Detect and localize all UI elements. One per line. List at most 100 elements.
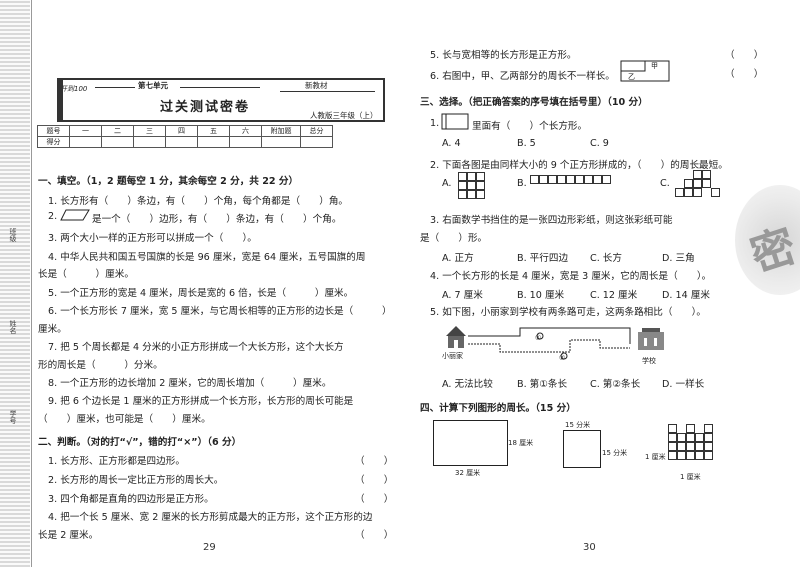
edition-label: 人教版三年级（上） bbox=[310, 111, 378, 120]
q2-3: 3. 四个角都是直角的四边形是正方形。 bbox=[48, 494, 214, 505]
score-cell: 总分 bbox=[300, 125, 333, 137]
grid-cell bbox=[476, 190, 485, 199]
q1-8: 8. 一个正方形的边长增加 2 厘米，它的周长增加（ ）厘米。 bbox=[48, 378, 332, 389]
answer-paren[interactable]: （ ） bbox=[355, 494, 394, 505]
score-cell[interactable] bbox=[197, 136, 230, 148]
grid-cell bbox=[677, 442, 686, 451]
q2-4a: 4. 把一个长 5 厘米、宽 2 厘米的长方形剪成最大的正方形，这个正方形的边 bbox=[48, 512, 373, 523]
q1-6b: 厘米。 bbox=[38, 324, 67, 335]
grid-cell bbox=[686, 451, 695, 460]
grid-cell bbox=[530, 175, 539, 184]
school-label: 学校 bbox=[642, 357, 656, 365]
grid-cell bbox=[575, 175, 584, 184]
edition-top-label: 新教材 bbox=[305, 81, 328, 90]
fig2-top-label: 15 分米 bbox=[565, 421, 591, 429]
answer-paren[interactable]: （ ） bbox=[355, 456, 394, 467]
page-number-right: 30 bbox=[583, 542, 596, 553]
score-cell[interactable] bbox=[133, 136, 166, 148]
q3-2-opt-a: A. bbox=[442, 178, 452, 189]
q1-7a: 7. 把 5 个周长都是 4 分米的小正方形拼成一个大长方形，这个大长方 bbox=[48, 342, 344, 353]
q3-4: 4. 一个长方形的长是 4 厘米，宽是 3 厘米，它的周长是（ ）。 bbox=[430, 271, 712, 282]
grid-cell bbox=[704, 451, 713, 460]
square-15 bbox=[563, 430, 601, 468]
grid-cell bbox=[668, 433, 677, 442]
answer-paren[interactable]: （ ） bbox=[725, 69, 764, 80]
page-title: 过关测试密卷 bbox=[160, 100, 251, 115]
score-cell[interactable] bbox=[101, 136, 134, 148]
fig1-bottom-label: 32 厘米 bbox=[455, 469, 481, 477]
rect-32x18 bbox=[433, 420, 508, 466]
grid-cell bbox=[693, 179, 702, 188]
q1-3: 3. 两个大小一样的正方形可以拼成一个（ ）。 bbox=[48, 233, 257, 244]
q1-6a: 6. 一个长方形长 7 厘米，宽 5 厘米，与它周长相等的正方形的边长是（ ） bbox=[48, 306, 392, 317]
q3-2: 2. 下面各图是由同样大小的 9 个正方形拼成的，（ ）的周长最短。 bbox=[430, 160, 728, 171]
grid-cell bbox=[693, 170, 702, 179]
watermark-stamp bbox=[735, 185, 800, 295]
q3-1-num: 1. bbox=[430, 118, 440, 129]
score-cell: 五 bbox=[197, 125, 230, 137]
answer-paren[interactable]: （ ） bbox=[725, 50, 764, 61]
fig3-side-label: 1 厘米 bbox=[645, 453, 666, 461]
grid-cell bbox=[704, 424, 713, 433]
margin-label-id: 学号 bbox=[9, 410, 17, 424]
answer-paren[interactable]: （ ） bbox=[355, 530, 394, 541]
brand-label: 开到100 bbox=[60, 85, 88, 93]
grid-cell bbox=[695, 433, 704, 442]
grid-cell bbox=[602, 175, 611, 184]
q3-4-opt-b: B. 10 厘米 bbox=[517, 290, 565, 301]
fig1-side-label: 18 厘米 bbox=[508, 439, 534, 447]
score-cell: 二 bbox=[101, 125, 134, 137]
grid-cell bbox=[695, 442, 704, 451]
header-box bbox=[57, 78, 385, 122]
score-cell[interactable] bbox=[300, 136, 333, 148]
unit-label: 第七单元 bbox=[138, 81, 168, 90]
q3-4-opt-a: A. 7 厘米 bbox=[442, 290, 483, 301]
grid-cell bbox=[476, 181, 485, 190]
q3-3-opt-c: C. 长方 bbox=[590, 253, 622, 264]
page-number-left: 29 bbox=[203, 542, 216, 553]
grid-cell bbox=[704, 442, 713, 451]
grid-cell bbox=[584, 175, 593, 184]
grid-cell bbox=[686, 442, 695, 451]
grid-cell bbox=[467, 181, 476, 190]
grid-cell bbox=[458, 190, 467, 199]
q3-5: 5. 如下图，小丽家到学校有两条路可走，这两条路相比（ ）。 bbox=[430, 307, 707, 318]
margin-label-class: 班级 bbox=[9, 228, 17, 242]
grid-cell bbox=[476, 172, 485, 181]
q2-5: 5. 长与宽相等的长方形是正方形。 bbox=[430, 50, 577, 61]
q3-1: 里面有（ ）个长方形。 bbox=[472, 121, 588, 132]
section-3-title: 三、选择。（把正确答案的序号填在括号里）（10 分） bbox=[420, 97, 648, 108]
grid-cell bbox=[593, 175, 602, 184]
score-cell[interactable] bbox=[69, 136, 102, 148]
score-row-values: 得分 bbox=[37, 136, 333, 148]
grid-cell bbox=[566, 175, 575, 184]
q3-1-opt-a: A. 4 bbox=[442, 138, 461, 149]
q1-1: 1. 长方形有（ ）条边，有（ ）个角，每个角都是（ ）角。 bbox=[48, 196, 349, 207]
rect-figure bbox=[441, 113, 469, 130]
q1-4a: 4. 中华人民共和国五号国旗的长是 96 厘米，宽是 64 厘米，五号国旗的周 bbox=[48, 252, 366, 263]
q3-3-opt-d: D. 三角 bbox=[662, 253, 695, 264]
stair-figure bbox=[668, 424, 728, 472]
q3-1-opt-c: C. 9 bbox=[590, 138, 609, 149]
route-map bbox=[446, 326, 664, 360]
q3-3b: 是（ ）形。 bbox=[420, 233, 488, 244]
q1-9a: 9. 把 6 个边长是 1 厘米的正方形拼成一个长方形，长方形的周长可能是 bbox=[48, 396, 354, 407]
q3-3a: 3. 右面数学书挡住的是一张四边形彩纸，则这张彩纸可能 bbox=[430, 215, 673, 226]
score-cell[interactable] bbox=[165, 136, 198, 148]
grid-cell bbox=[684, 188, 693, 197]
grid-cell bbox=[693, 188, 702, 197]
score-cell[interactable] bbox=[229, 136, 262, 148]
grid-figure-a bbox=[458, 172, 488, 202]
score-cell[interactable] bbox=[261, 136, 301, 148]
q3-4-opt-d: D. 14 厘米 bbox=[662, 290, 710, 301]
grid-cell bbox=[467, 190, 476, 199]
route-label-1: ① bbox=[535, 334, 542, 342]
q3-2-opt-b: B. bbox=[517, 178, 527, 189]
section-2-title: 二、判断。（对的打“√”，错的打“×”）（6 分） bbox=[38, 437, 242, 448]
grid-cell bbox=[548, 175, 557, 184]
answer-paren[interactable]: （ ） bbox=[355, 475, 394, 486]
q1-2: 是一个（ ）边形，有（ ）条边，有（ ）个角。 bbox=[92, 214, 342, 225]
q3-2-opt-c: C. bbox=[660, 178, 670, 189]
grid-cell bbox=[668, 451, 677, 460]
grid-cell bbox=[668, 424, 677, 433]
